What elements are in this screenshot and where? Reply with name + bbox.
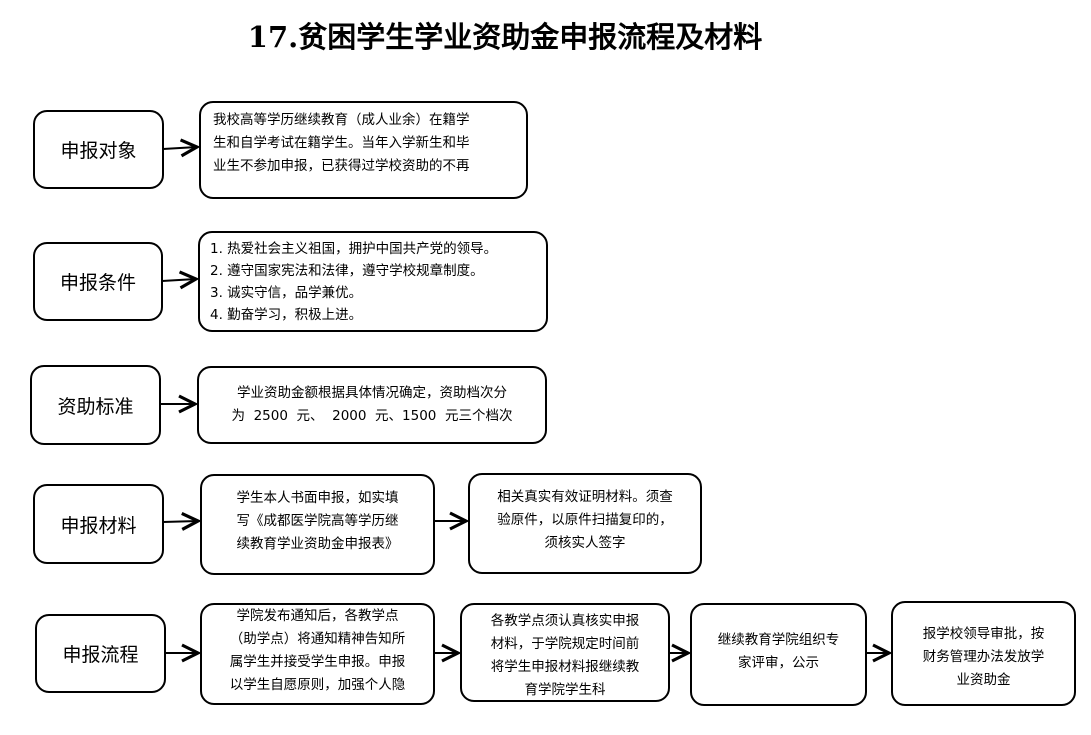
label-process: 申报流程 — [35, 614, 166, 693]
text-line: 续教育学业资助金申报表》 — [236, 536, 399, 552]
text-line: 学生本人书面申报，如实填 — [236, 490, 399, 506]
text-line: 将学生申报材料报继续教 — [490, 659, 640, 675]
text-line: 2. 遵守国家宪法和法律，遵守学校规章制度。 — [210, 263, 484, 279]
conditions-desc: 1. 热爱社会主义祖国，拥护中国共产党的领导。 2. 遵守国家宪法和法律，遵守学… — [198, 231, 548, 332]
materials-form: 学生本人书面申报，如实填 写《成都医学院高等学历继 续教育学业资助金申报表》 — [200, 474, 435, 575]
process-step-4: 报学校领导审批，按 财务管理办法发放学 业资助金 — [891, 601, 1076, 706]
arrow — [162, 521, 198, 522]
text-line: 业生不参加申报，已获得过学校资助的不再 — [213, 158, 470, 174]
text-line: 相关真实有效证明材料。须查 — [497, 489, 673, 505]
materials-proof: 相关真实有效证明材料。须查 验原件，以原件扫描复印的， 须核实人签字 — [468, 473, 702, 574]
text-line: 须核实人签字 — [544, 535, 626, 551]
text-line: 育学院学生科 — [524, 682, 606, 698]
text-line: 验原件，以原件扫描复印的， — [497, 512, 673, 528]
text-line: 我校高等学历继续教育（成人业余）在籍学 — [213, 112, 470, 128]
text-line: 材料，于学院规定时间前 — [490, 636, 640, 652]
arrow — [162, 147, 197, 149]
text-line: 业资助金 — [956, 672, 1011, 688]
text-line: （助学点）将通知精神告知所 — [229, 631, 406, 647]
text-line: 学业资助金额根据具体情况确定，资助档次分 — [237, 385, 507, 401]
text-line: 继续教育学院组织专 — [717, 632, 840, 648]
target-desc: 我校高等学历继续教育（成人业余）在籍学 生和自学考试在籍学生。当年入学新生和毕 … — [199, 101, 528, 199]
text-line: 3. 诚实守信，品学兼优。 — [210, 285, 363, 301]
text-line: 4. 勤奋学习，积极上进。 — [210, 307, 363, 323]
label-conditions: 申报条件 — [33, 242, 163, 321]
text-line: 写《成都医学院高等学历继 — [236, 513, 399, 529]
text-line: 报学校领导审批，按 — [922, 626, 1045, 642]
text-line: 学院发布通知后，各教学点 — [236, 608, 399, 624]
text-line: 为 2500 元、 2000 元、1500 元三个档次 — [231, 408, 513, 424]
text-line: 1. 热爱社会主义祖国，拥护中国共产党的领导。 — [210, 241, 498, 257]
label-standard: 资助标准 — [30, 365, 161, 445]
text-line: 各教学点须认真核实申报 — [490, 613, 640, 629]
label-materials: 申报材料 — [33, 484, 164, 564]
process-step-2: 各教学点须认真核实申报 材料，于学院规定时间前 将学生申报材料报继续教 育学院学… — [460, 603, 670, 702]
process-step-3: 继续教育学院组织专 家评审，公示 — [690, 603, 867, 706]
label-target: 申报对象 — [33, 110, 164, 189]
process-step-1: 学院发布通知后，各教学点 （助学点）将通知精神告知所 属学生并接受学生申报。申报… — [200, 603, 435, 705]
text-line: 财务管理办法发放学 — [922, 649, 1045, 665]
text-line: 生和自学考试在籍学生。当年入学新生和毕 — [213, 135, 470, 151]
text-line: 属学生并接受学生申报。申报 — [229, 654, 406, 670]
text-line: 家评审，公示 — [738, 655, 819, 671]
arrow — [161, 279, 196, 281]
text-line: 以学生自愿原则，加强个人隐 — [229, 677, 406, 693]
standard-desc: 学业资助金额根据具体情况确定，资助档次分 为 2500 元、 2000 元、15… — [197, 366, 547, 444]
page-title: 17.贫困学生学业资助金申报流程及材料 — [247, 20, 763, 54]
